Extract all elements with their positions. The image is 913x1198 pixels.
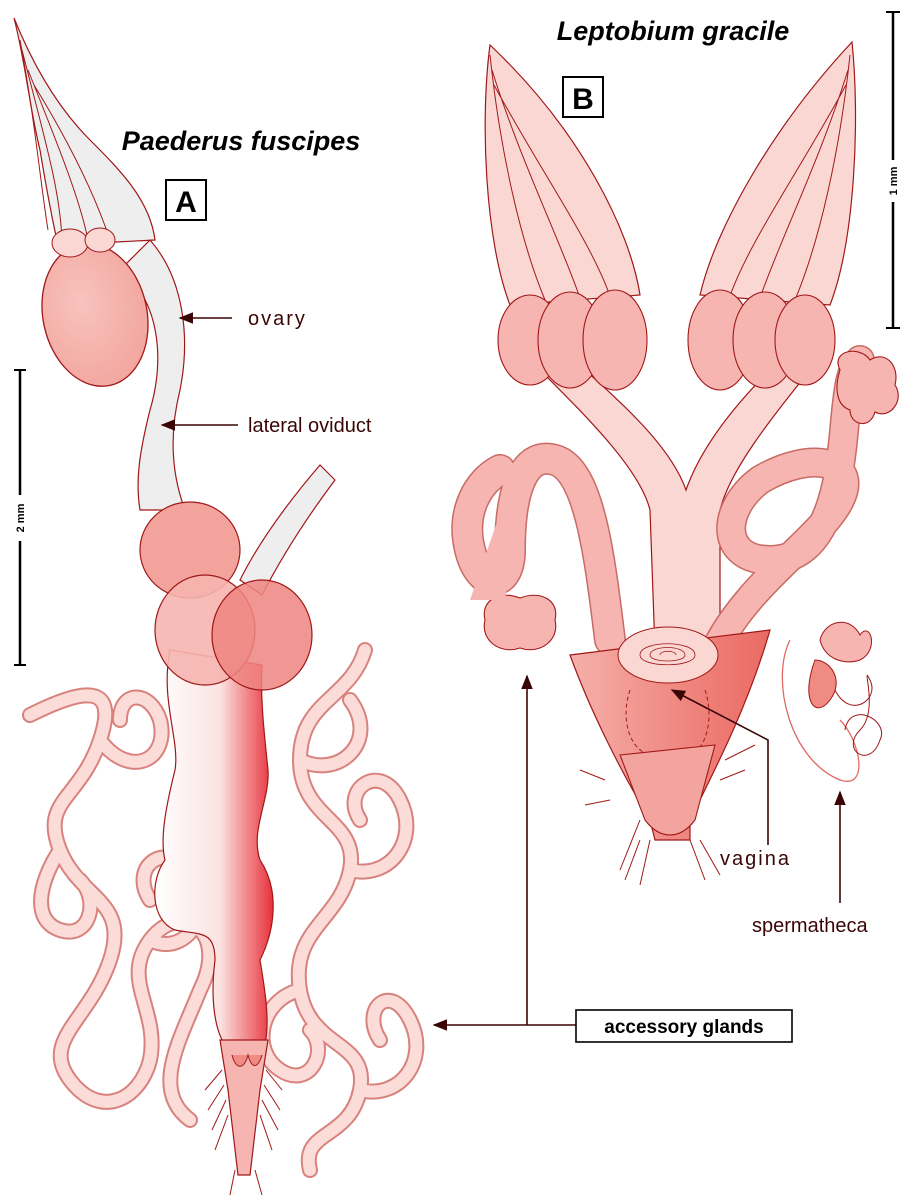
accessory-gland-right [263,650,417,1170]
accessory-gland-b-right [715,360,860,650]
vagina-label: vagina [720,848,791,870]
spermatheca-label: spermatheca [752,915,868,937]
lateral-oviduct-label: lateral oviduct [248,415,372,437]
genital-plate [620,745,715,835]
panel-a: 2 mm Paederus fuscipes A ovary lateral o… [12,18,416,1195]
accessory-glands-label: accessory glands [604,1017,763,1038]
scale-label-a: 2 mm [15,503,27,532]
oocyte [85,228,115,252]
species-title-b: Leptobium gracile [557,16,790,46]
scale-label-b: 1 mm [888,166,900,195]
spermatheca-drawing [782,622,881,781]
panel-letter-a: A [175,186,197,219]
lateral-oviduct-right [240,465,335,595]
egg [775,295,835,385]
panel-b: 1 mm Leptobium gracile B vagina spermath… [467,12,902,937]
egg [583,290,647,390]
ovary-label: ovary [248,308,307,330]
oocyte [52,229,88,257]
panel-letter-b: B [572,83,594,116]
egg [212,580,312,690]
vagina-opening [618,627,718,683]
common-oviduct [155,650,273,1045]
species-title-a: Paederus fuscipes [122,126,361,156]
